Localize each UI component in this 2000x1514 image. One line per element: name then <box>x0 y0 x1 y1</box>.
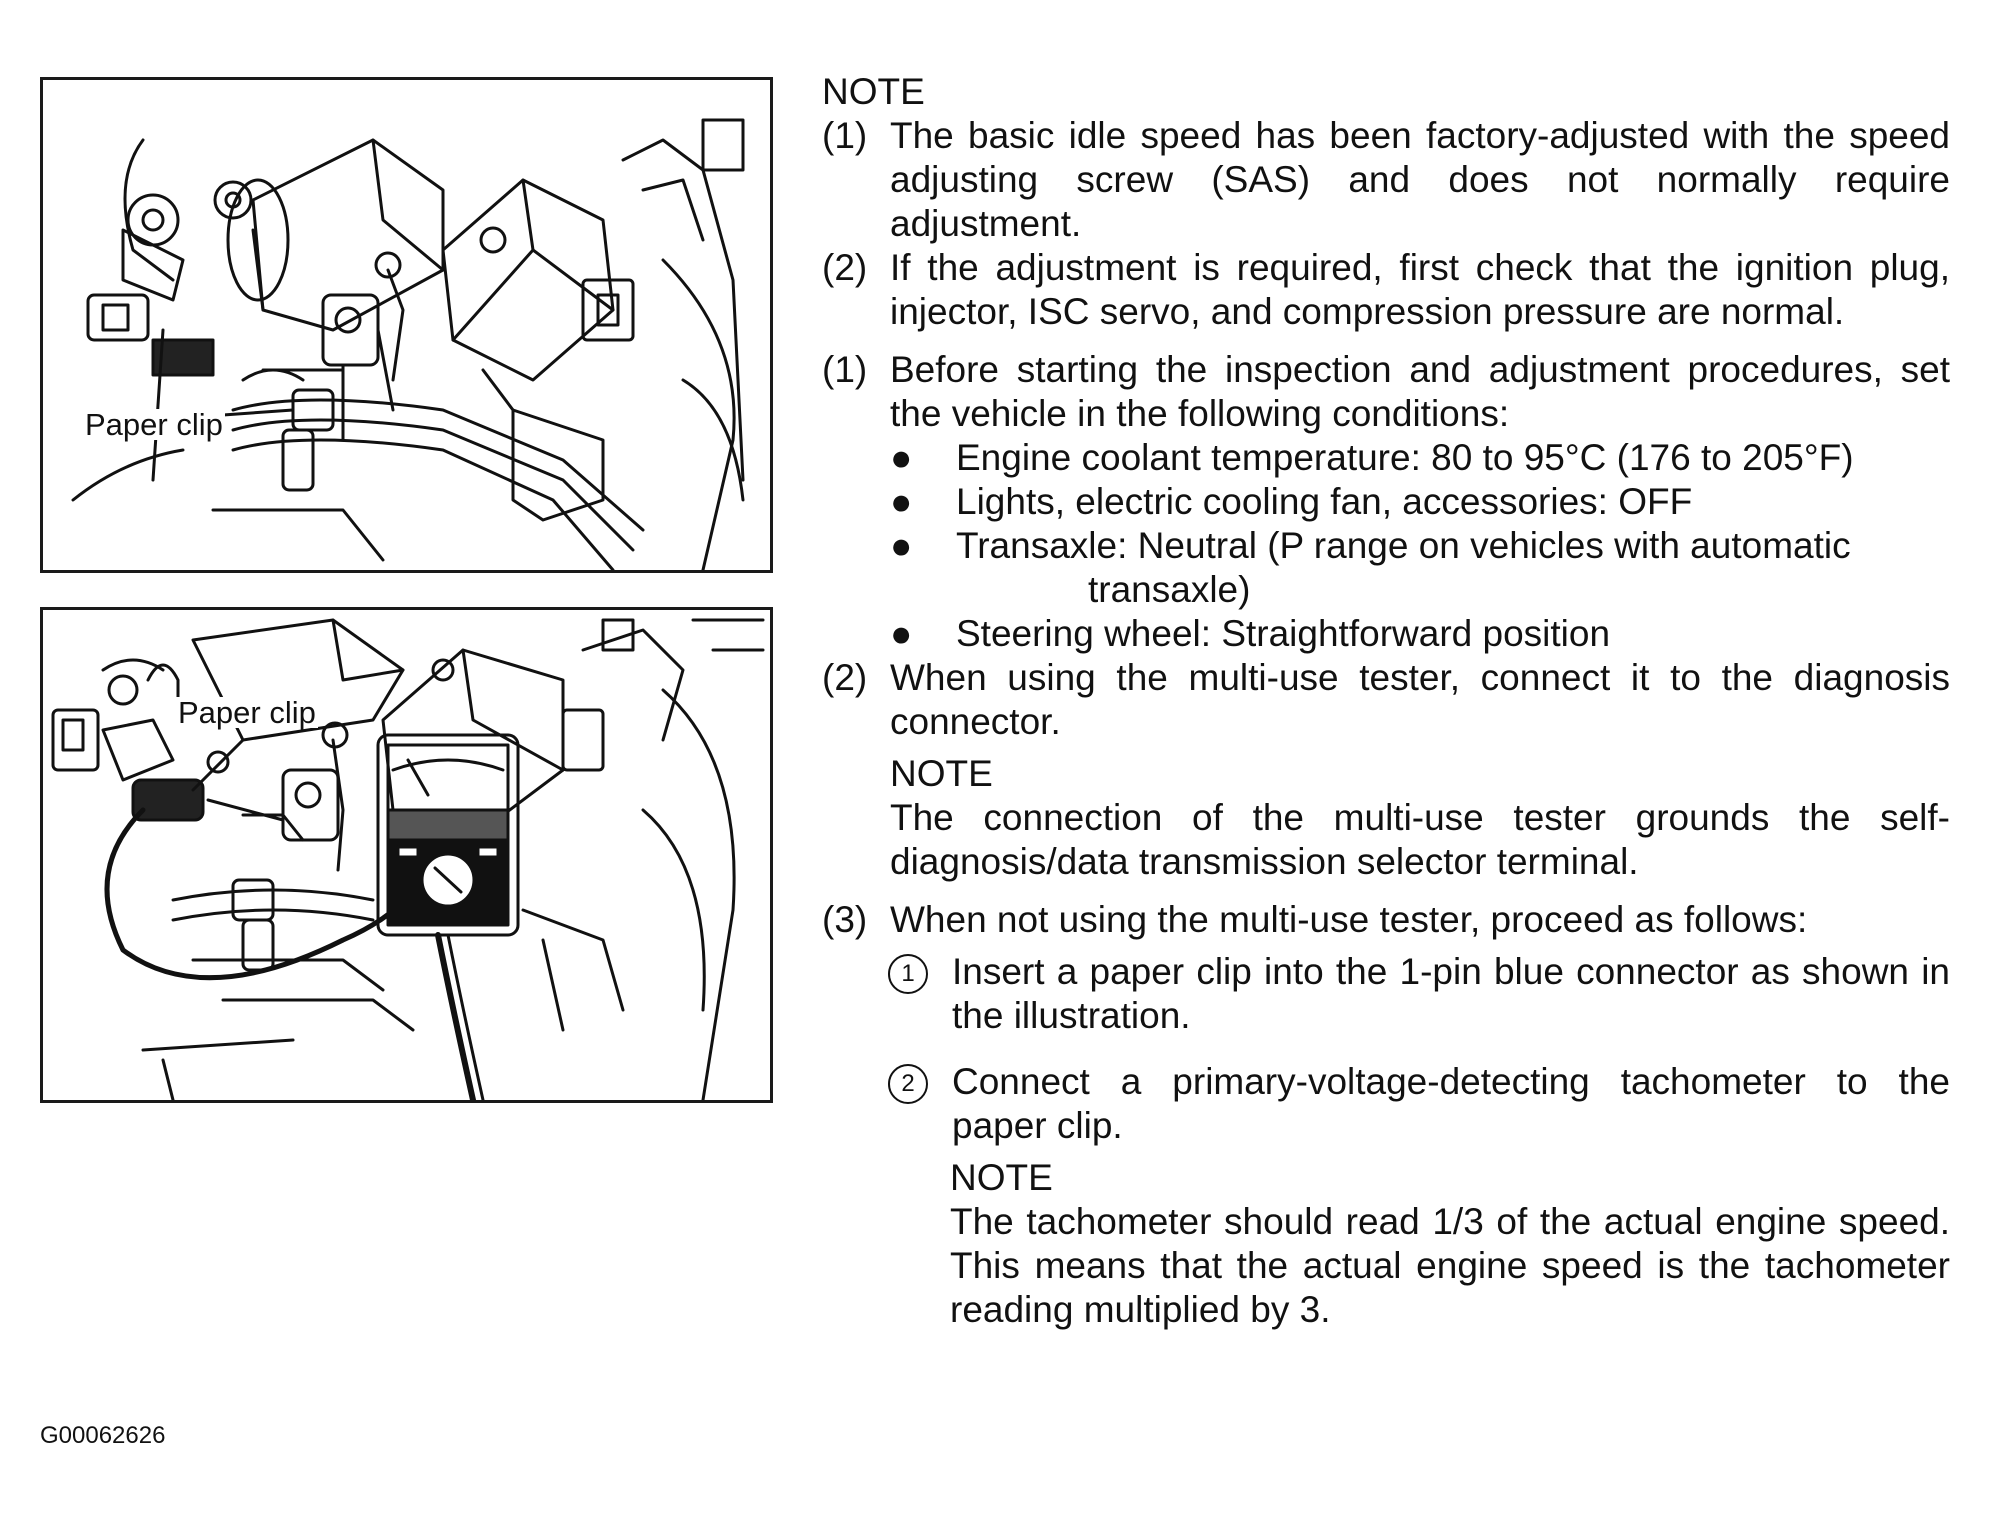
item-number: (1) <box>822 115 868 156</box>
list-item-continuation: transaxle) <box>890 568 1950 612</box>
bullet-mark: ● <box>890 437 913 478</box>
list-item: ● Engine coolant temperature: 80 to 95°C… <box>890 436 1950 480</box>
bullet-continuation: transaxle) <box>1088 569 1251 610</box>
note-text: The connection of the multi-use tester g… <box>890 797 1950 882</box>
item-text: The basic idle speed has been factory-ad… <box>890 115 1950 244</box>
step-number: (1) <box>822 349 868 390</box>
engine-illustration-bottom: Paper clip <box>40 607 773 1103</box>
note-item: (2) If the adjustment is required, first… <box>822 246 1950 334</box>
step-number: (2) <box>822 657 868 698</box>
procedure-step: (3) When not using the multi-use tester,… <box>822 898 1950 942</box>
note-heading: NOTE <box>822 71 925 112</box>
engine-bay-drawing-bottom <box>51 618 765 1100</box>
step-number: (3) <box>822 899 868 940</box>
bullet-text: Transaxle: Neutral (P range on vehicles … <box>956 525 1851 566</box>
bullet-mark: ● <box>890 525 913 566</box>
procedure-text: NOTE (1) The basic idle speed has been f… <box>822 70 1950 1332</box>
step-text: When not using the multi-use tester, pro… <box>890 899 1808 940</box>
note-item: (1) The basic idle speed has been factor… <box>822 114 1950 246</box>
bullet-text: Engine coolant temperature: 80 to 95°C (… <box>956 437 1854 478</box>
figure-reference-code: G00062626 <box>40 1422 166 1449</box>
note-heading: NOTE <box>950 1157 1053 1198</box>
engine-illustration-top: Paper clip <box>40 77 773 573</box>
paper-clip-label: Paper clip <box>176 695 318 730</box>
item-text: If the adjustment is required, first che… <box>890 247 1950 332</box>
circled-number: 1 <box>888 954 928 994</box>
sub-step-text: Insert a paper clip into the 1-pin blue … <box>952 951 1950 1036</box>
note-text: The tachometer should read 1/3 of the ac… <box>950 1201 1950 1330</box>
sub-step-text: Connect a primary-voltage-detecting tach… <box>952 1061 1950 1146</box>
note-heading: NOTE <box>890 753 993 794</box>
bullet-mark: ● <box>890 481 913 522</box>
sub-step: 1 Insert a paper clip into the 1-pin blu… <box>888 950 1950 1038</box>
engine-bay-drawing-top <box>71 118 745 570</box>
sub-step: 2 Connect a primary-voltage-detecting ta… <box>888 1060 1950 1148</box>
procedure-step: (2) When using the multi-use tester, con… <box>822 656 1950 744</box>
list-item: ● Transaxle: Neutral (P range on vehicle… <box>890 524 1950 568</box>
condition-list: ● Engine coolant temperature: 80 to 95°C… <box>822 436 1950 656</box>
bullet-mark: ● <box>890 613 913 654</box>
step-text: Before starting the inspection and adjus… <box>890 349 1950 434</box>
bullet-text: Steering wheel: Straightforward position <box>956 613 1611 654</box>
list-item: ● Steering wheel: Straightforward positi… <box>890 612 1950 656</box>
bullet-text: Lights, electric cooling fan, accessorie… <box>956 481 1693 522</box>
paper-clip-label: Paper clip <box>83 407 225 442</box>
procedure-step: (1) Before starting the inspection and a… <box>822 348 1950 436</box>
sub-step-note: NOTE The tachometer should read 1/3 of t… <box>822 1156 1950 1332</box>
item-number: (2) <box>822 247 868 288</box>
step-note: NOTE The connection of the multi-use tes… <box>822 752 1950 884</box>
list-item: ● Lights, electric cooling fan, accessor… <box>890 480 1950 524</box>
step-text: When using the multi-use tester, connect… <box>890 657 1950 742</box>
circled-number: 2 <box>888 1064 928 1104</box>
